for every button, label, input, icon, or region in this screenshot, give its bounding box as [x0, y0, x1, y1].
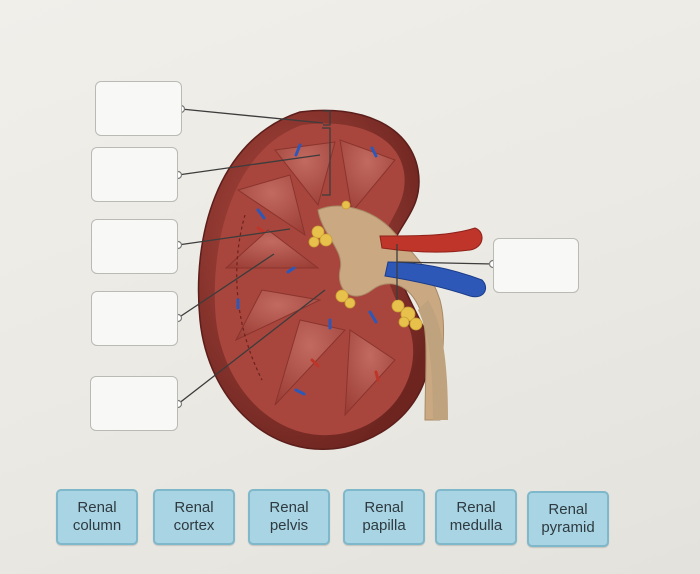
answer-chip-renal-pelvis[interactable]: Renal pelvis [248, 489, 330, 545]
label-drop-target-6[interactable] [493, 238, 579, 293]
ureter [418, 300, 448, 420]
renal-pyramid [344, 329, 396, 417]
answer-chip-renal-cortex[interactable]: Renal cortex [153, 489, 235, 545]
renal-pyramid [224, 229, 320, 269]
renal-vein [384, 261, 486, 298]
renal-artery [379, 227, 483, 253]
answer-chip-renal-medulla[interactable]: Renal medulla [435, 489, 517, 545]
label-drop-target-4[interactable] [91, 291, 178, 346]
leader-lines [177, 108, 494, 405]
sinus-fat [308, 200, 423, 331]
renal-pyramids [224, 139, 396, 417]
answer-chip-renal-pyramid[interactable]: Renal pyramid [527, 491, 609, 547]
label-drop-target-2[interactable] [91, 147, 178, 202]
renal-pyramid [236, 174, 306, 237]
renal-pyramid [234, 289, 322, 342]
renal-pyramid [274, 141, 336, 207]
label-drop-target-5[interactable] [90, 376, 178, 431]
renal-pyramid [274, 319, 346, 406]
cortex-boundary [236, 214, 263, 381]
renal-pyramid [339, 139, 396, 214]
interlobar-vessels [236, 143, 380, 396]
label-drop-target-1[interactable] [95, 81, 182, 136]
answer-chip-renal-column[interactable]: Renal column [56, 489, 138, 545]
answer-chip-renal-papilla[interactable]: Renal papilla [343, 489, 425, 545]
label-drop-target-3[interactable] [91, 219, 178, 274]
